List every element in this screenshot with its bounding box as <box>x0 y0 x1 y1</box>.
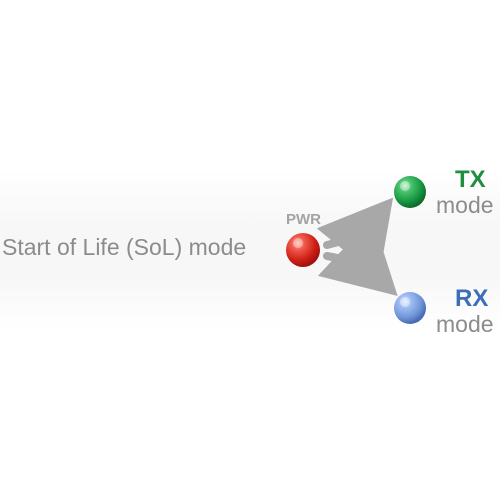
arrow-to-tx <box>316 197 394 279</box>
tx-node <box>394 176 426 208</box>
tx-label: TX <box>455 166 486 193</box>
power-label: PWR <box>286 211 321 228</box>
start-of-life-label: Start of Life (SoL) mode <box>2 234 247 260</box>
rx-node <box>394 292 426 324</box>
power-node <box>286 233 320 267</box>
rx-label: RX <box>455 285 489 312</box>
rx-mode-label: mode <box>436 311 494 337</box>
tx-mode-label: mode <box>436 192 494 218</box>
arrow-to-rx <box>317 217 398 296</box>
